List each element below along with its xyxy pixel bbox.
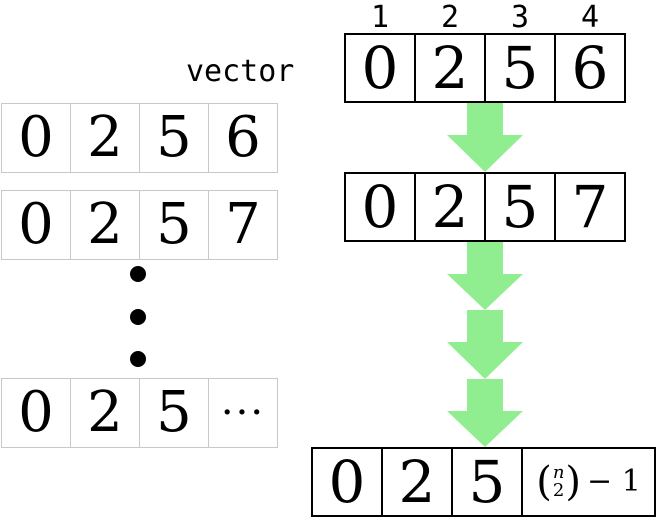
vector-label: vector (186, 54, 295, 89)
vector-cell: 0 (313, 449, 383, 515)
vector-cell: 5 (453, 449, 523, 515)
list-cell: 7 (225, 192, 261, 257)
down-arrow-icon (447, 310, 523, 379)
vector-cell: 2 (416, 35, 486, 101)
column-indices: 1 2 3 4 (345, 0, 625, 36)
list-cell-ellipsis: ··· (220, 390, 266, 436)
list-row: 0 2 5 ··· (1, 378, 278, 448)
vector-cell: 6 (571, 34, 609, 102)
column-index-2: 2 (440, 0, 460, 35)
column-index-3: 3 (510, 0, 530, 35)
arrow-icon-group (447, 103, 523, 447)
binomial-coefficient: ( n 2 ) (536, 459, 582, 505)
column-index-1: 1 (370, 0, 390, 35)
ellipsis-dot (130, 266, 146, 282)
vector-cell: 0 (346, 35, 416, 101)
list-cell: 2 (71, 104, 140, 172)
list-cell: 2 (71, 379, 140, 447)
list-cell: 0 (2, 104, 71, 172)
vector-box: 0 2 5 6 (344, 33, 626, 103)
column-index-4: 4 (580, 0, 600, 35)
vector-cell: 2 (383, 449, 453, 515)
binomial-top: n (552, 462, 565, 483)
formula-suffix: − 1 (587, 464, 641, 499)
list-cell: 0 (2, 191, 71, 259)
down-arrow-icon (447, 242, 523, 310)
vector-cell: 5 (486, 35, 556, 101)
next-vector-box: 0 2 5 7 (344, 172, 626, 242)
down-arrow-icon (447, 103, 523, 172)
binomial-bottom: 2 (552, 480, 565, 501)
vector-cell: 0 (346, 174, 416, 240)
vector-cell: 5 (486, 174, 556, 240)
list-cell: 2 (71, 191, 140, 259)
formula-cell: ( n 2 ) − 1 (523, 449, 654, 515)
ellipsis-dot (130, 351, 146, 367)
ellipsis-dot (130, 309, 146, 325)
list-row: 0 2 5 6 (1, 103, 278, 173)
list-cell: 0 (2, 379, 71, 447)
vector-cell: 7 (571, 173, 609, 241)
list-cell: 5 (140, 191, 209, 259)
final-vector-box: 0 2 5 ( n 2 ) − 1 (311, 447, 656, 517)
list-cell: 5 (140, 379, 209, 447)
flow-arrows (447, 103, 523, 447)
list-cell: 6 (225, 105, 261, 170)
list-cell: 5 (140, 104, 209, 172)
vector-cell: 2 (416, 174, 486, 240)
down-arrow-icon (447, 379, 523, 447)
list-row: 0 2 5 7 (1, 190, 278, 260)
